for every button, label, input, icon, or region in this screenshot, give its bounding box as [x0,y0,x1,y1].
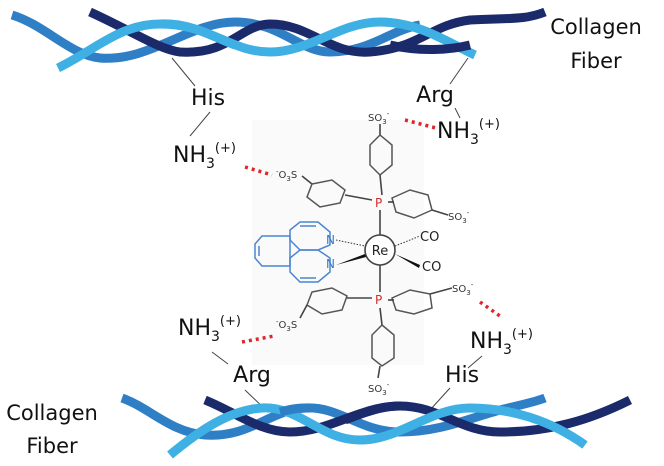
hydrogen-bond-arg-bottom [241,334,275,344]
fiber-label-bottom-line1: Collagen [6,401,98,425]
amine-his-top: NH3(+) [173,141,236,172]
sulfonate-bottom-right: SO3- [452,281,474,297]
fiber-label-bottom-line2: Fiber [26,434,78,458]
rhenium-label: Re [372,244,388,259]
sulfonate-bottom-down: SO3- [368,381,390,397]
amine-arg-bottom: NH3(+) [178,314,241,345]
leader-his-top [171,57,196,87]
phosphorus-top: P [375,196,382,210]
leader-arg-top [449,57,469,85]
strand-dark-top [88,7,547,57]
residue-arg-bottom: Arg [233,363,271,388]
sulfonate-bottom-left: -O3S [276,318,297,333]
leader-his-bottom [429,387,451,411]
carbonyl-ligand-1: CO [420,230,439,245]
leader-arg-bottom-amine [211,351,229,365]
sulfonate-top-right: SO3- [448,209,470,225]
residue-arg-top: Arg [416,83,454,108]
hydrogen-bond-his-bottom [478,300,502,318]
nitrogen-atom-2: N [326,257,335,271]
phosphorus-bottom: P [375,293,382,307]
sulfonate-top-left: -O3S [276,168,297,183]
hydrogen-bond-arg-top [404,118,437,130]
leader-his-bottom-amine [467,355,483,369]
fiber-label-top-line1: Collagen [550,15,642,39]
sulfonate-top-up: SO3- [368,110,390,126]
complex-backdrop [252,120,424,365]
carbonyl-ligand-2: CO [422,260,441,275]
collagen-fiber-bottom [120,393,633,459]
rhenium-complex: -O3S SO3- SO3- P Re P CO CO [254,110,474,397]
residue-his-bottom: His [445,363,479,388]
leader-arg-top-amine [454,107,461,119]
strand-light-top [56,17,477,73]
fiber-label-top-line2: Fiber [570,49,622,73]
strand-light-bottom [167,403,588,459]
strand-mid-bottom-overlay [278,403,311,417]
strand-light-top-overlay [159,19,237,50]
leader-his-top-amine [189,111,211,137]
amine-arg-top: NH3(+) [437,117,500,148]
phenanthroline-ligand [254,221,331,283]
amine-his-bottom: NH3(+) [470,327,533,358]
strand-dark-top-overlay [388,40,472,54]
phenyl-ring-top-left [306,179,346,208]
phenyl-ring-bottom-right [391,289,433,315]
residue-his-top: His [191,86,225,111]
nitrogen-atom-1: N [326,233,335,247]
strand-dark-bottom-overlay [343,401,401,425]
collagen-fiber-top [10,7,547,73]
hydrogen-bond-his-top [244,165,273,177]
phenyl-ring-bottom-down [371,323,395,367]
